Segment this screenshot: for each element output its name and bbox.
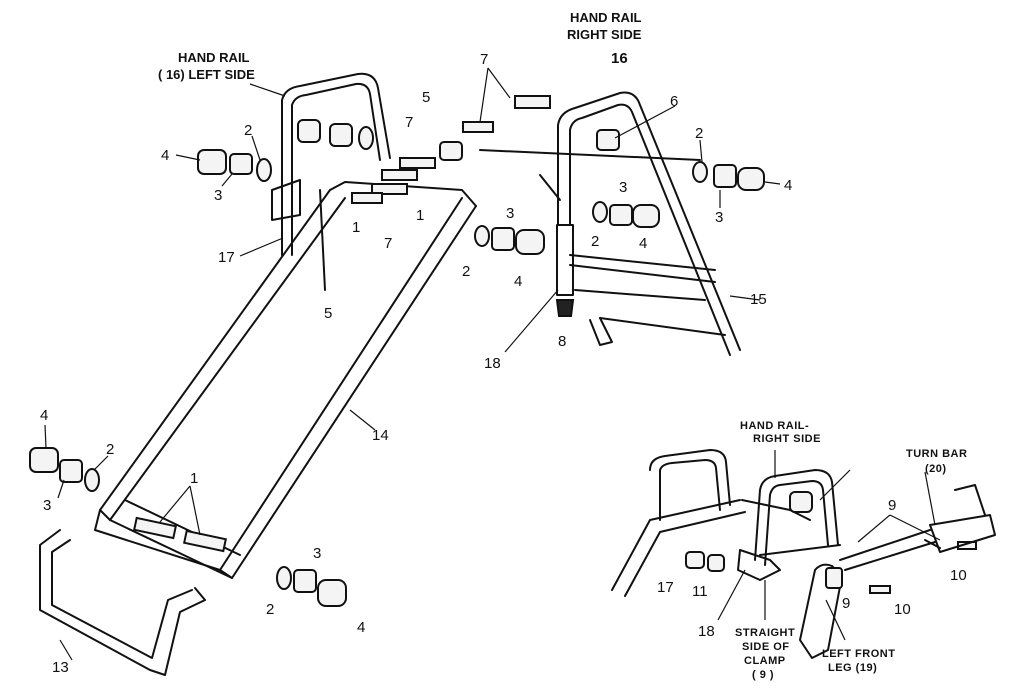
num-3-mid: 3 xyxy=(506,205,514,222)
num-3-bl: 3 xyxy=(43,497,51,514)
fittings xyxy=(29,119,765,607)
num-4-mid: 4 xyxy=(514,273,522,290)
num-2-br: 2 xyxy=(266,601,274,618)
num-3-left: 3 xyxy=(214,187,222,204)
label-straight-side-line4: ( 9 ) xyxy=(752,669,774,681)
label-hand-rail-left-line1: HAND RAIL xyxy=(178,50,250,65)
num-5: 5 xyxy=(422,89,430,106)
num-7-top: 7 xyxy=(480,51,488,68)
num-4-right-a: 4 xyxy=(639,235,647,252)
num-1-bl: 1 xyxy=(190,470,198,487)
label-hand-rail-right-line2: RIGHT SIDE xyxy=(567,27,642,42)
bolts xyxy=(133,95,977,594)
right-hand-rail xyxy=(557,91,741,356)
num-2-mid: 2 xyxy=(462,263,470,280)
num-8: 8 xyxy=(558,333,566,350)
num-2-right-a: 2 xyxy=(591,233,599,250)
num-7-mid: 7 xyxy=(405,114,413,131)
num-4-right-b: 4 xyxy=(784,177,792,194)
num-13: 13 xyxy=(52,659,69,676)
num-3-right-a: 3 xyxy=(619,179,627,196)
num-17: 17 xyxy=(218,249,235,266)
label-straight-side-line3: CLAMP xyxy=(744,655,786,667)
ladder-15 xyxy=(479,149,726,346)
num-14: 14 xyxy=(372,427,389,444)
num-11-inset: 11 xyxy=(692,583,708,600)
leader-lines xyxy=(44,67,851,661)
label-inset-hand-rail-line1: HAND RAIL- xyxy=(740,420,809,432)
label-hand-rail-left-line2: ( 16) LEFT SIDE xyxy=(158,67,255,82)
label-left-front-leg-line2: LEG (19) xyxy=(828,662,877,674)
num-4-bl: 4 xyxy=(40,407,48,424)
num-10-inset-a: 10 xyxy=(950,567,967,584)
post-17 xyxy=(281,189,326,291)
num-17-inset: 17 xyxy=(657,579,674,596)
label-left-front-leg-line1: LEFT FRONT xyxy=(822,648,895,660)
labels: HAND RAIL ( 16) LEFT SIDE HAND RAIL RIGH… xyxy=(158,10,967,681)
label-hand-rail-right-line1: HAND RAIL xyxy=(570,10,642,25)
post-18 xyxy=(555,224,575,317)
label-straight-side-line1: STRAIGHT xyxy=(735,627,795,639)
num-7-low: 7 xyxy=(384,235,392,252)
label-turn-bar-line1: TURN BAR xyxy=(906,448,967,460)
num-2-right-b: 2 xyxy=(695,125,703,142)
slide-frame-14 xyxy=(94,181,477,579)
num-4-left: 4 xyxy=(161,147,169,164)
num-3-br: 3 xyxy=(313,545,321,562)
num-18-inset: 18 xyxy=(698,623,715,640)
num-2-bl: 2 xyxy=(106,441,114,458)
label-straight-side-line2: SIDE OF xyxy=(742,641,790,653)
inset-detail xyxy=(611,449,996,659)
left-hand-rail xyxy=(271,72,391,256)
part-numbers: 16 7 5 6 7 2 4 3 1 1 7 3 3 2 4 2 3 4 2 4… xyxy=(40,50,967,676)
step-bar-13 xyxy=(39,529,206,676)
num-10-inset-b: 10 xyxy=(894,601,911,618)
num-1-a: 1 xyxy=(416,207,424,224)
num-5-low: 5 xyxy=(324,305,332,322)
num-15: 15 xyxy=(750,291,767,308)
label-inset-hand-rail-line2: RIGHT SIDE xyxy=(753,433,821,445)
num-3-right-b: 3 xyxy=(715,209,723,226)
num-2-left: 2 xyxy=(244,122,252,139)
num-9-inset-b: 9 xyxy=(842,595,850,612)
num-18: 18 xyxy=(484,355,501,372)
num-1-b: 1 xyxy=(352,219,360,236)
label-turn-bar-line2: (20) xyxy=(925,463,947,475)
num-4-br: 4 xyxy=(357,619,365,636)
num-16-right: 16 xyxy=(611,50,628,67)
num-9-inset-a: 9 xyxy=(888,497,896,514)
num-6: 6 xyxy=(670,93,678,110)
